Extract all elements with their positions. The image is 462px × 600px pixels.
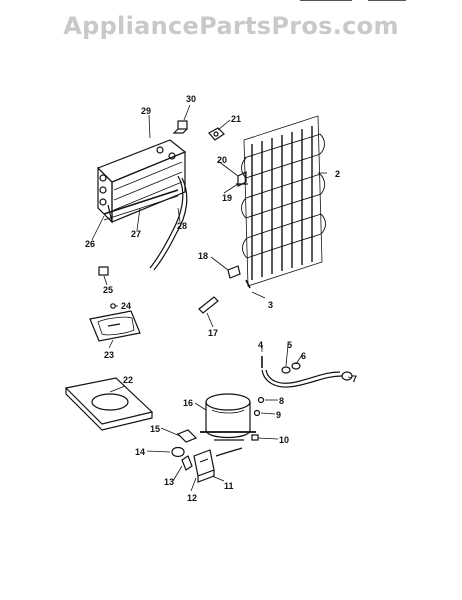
grommet-8 <box>257 396 265 404</box>
callout-15: 15 <box>150 424 160 434</box>
relay-15 <box>176 429 198 443</box>
defrost-heater <box>103 189 179 215</box>
filter-dryer <box>341 371 353 381</box>
grommet-9 <box>253 409 261 417</box>
callout-12: 12 <box>187 493 197 503</box>
thermostat-mount <box>208 127 225 141</box>
grommet-10 <box>251 434 259 441</box>
diamond-part <box>198 296 219 314</box>
callout-27: 27 <box>131 229 141 239</box>
callout-20: 20 <box>217 155 227 165</box>
clip-part <box>177 120 188 130</box>
mounting-plate <box>64 377 154 431</box>
callout-14: 14 <box>135 447 145 457</box>
callout-16: 16 <box>183 398 193 408</box>
callout-11: 11 <box>224 481 234 491</box>
small-clip <box>98 266 109 276</box>
callout-18: 18 <box>198 251 208 261</box>
relay-box <box>193 449 215 483</box>
leader-lines <box>91 104 353 492</box>
grommet-6 <box>291 362 301 370</box>
callout-21: 21 <box>231 114 241 124</box>
relay-clip <box>227 265 241 279</box>
callout-10: 10 <box>279 435 289 445</box>
callout-30: 30 <box>186 94 196 104</box>
screw <box>245 279 251 289</box>
callout-13: 13 <box>164 477 174 487</box>
callout-labels: 2 3 4 5 6 7 8 9 10 11 12 13 14 15 16 17 … <box>85 94 357 503</box>
bracket-part <box>237 171 247 187</box>
callout-19: 19 <box>222 193 232 203</box>
callout-29: 29 <box>141 106 151 116</box>
callout-4: 4 <box>258 340 263 350</box>
callout-26: 26 <box>85 239 95 249</box>
grommet-5 <box>281 366 291 374</box>
callout-25: 25 <box>103 285 113 295</box>
evaporator-assembly <box>96 139 187 224</box>
callout-2: 2 <box>335 169 340 179</box>
capacitor-14 <box>171 446 185 458</box>
overload-13 <box>181 455 193 471</box>
callout-24: 24 <box>121 301 131 311</box>
callout-23: 23 <box>104 350 114 360</box>
watermark: AppliancePartsPros.com <box>63 12 399 40</box>
tubing <box>261 369 343 388</box>
callout-7: 7 <box>352 374 357 384</box>
condenser-coil <box>241 115 326 287</box>
callout-17: 17 <box>208 328 218 338</box>
top-border-line <box>300 0 352 1</box>
drain-pan <box>89 310 141 342</box>
screw-24 <box>110 303 116 309</box>
callout-8: 8 <box>279 396 284 406</box>
callout-5: 5 <box>287 340 292 350</box>
compressor <box>200 393 256 441</box>
lead-wire <box>215 447 243 457</box>
callout-9: 9 <box>276 410 281 420</box>
callout-6: 6 <box>301 351 306 361</box>
callout-22: 22 <box>123 375 133 385</box>
callout-3: 3 <box>268 300 273 310</box>
top-border-line <box>368 0 406 1</box>
drain-tube <box>149 175 184 269</box>
callout-28: 28 <box>177 221 187 231</box>
